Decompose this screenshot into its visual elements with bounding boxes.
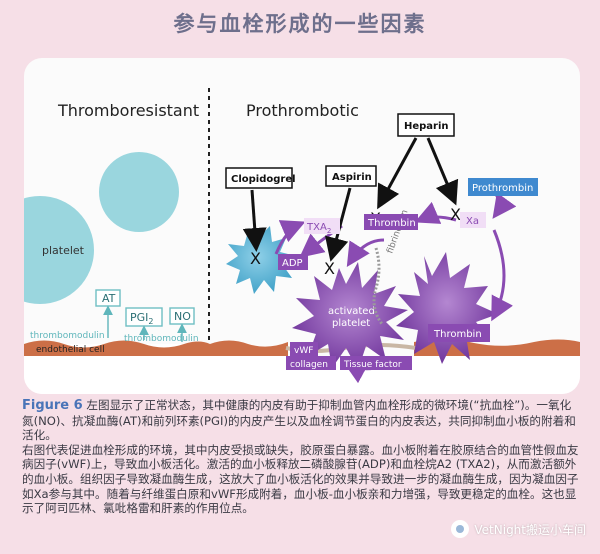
prothrombin-label: Prothrombin bbox=[472, 183, 533, 194]
txa2-label: TXA2 bbox=[306, 222, 331, 235]
endothelial-cells-left bbox=[24, 340, 210, 356]
caption-para-2: 右图代表促进血栓形成的环境，其中内皮受损或缺失，胶原蛋白暴露。血小板附着在胶原结… bbox=[22, 442, 579, 516]
tissue-factor-box bbox=[340, 356, 412, 370]
aspirin-label: Aspirin bbox=[332, 172, 372, 183]
clopidogrel-label: Clopidogrel bbox=[231, 174, 296, 185]
thrombomodulin-label-1: thrombomodulin bbox=[30, 331, 105, 341]
pgi2-label: PGI2 bbox=[130, 311, 154, 326]
activated-platelet-label-1: activated bbox=[328, 306, 375, 317]
activated-platelet-label-2: platelet bbox=[332, 318, 370, 329]
page-title: 参与血栓形成的一些因素 bbox=[173, 12, 427, 36]
thrombin-to-platelet-arrow bbox=[346, 238, 385, 268]
watermark-text: VetNight搬运小车间 bbox=[474, 522, 586, 537]
thrombomodulin-label-2: thrombomodulin bbox=[124, 334, 199, 344]
heparin-label: Heparin bbox=[404, 121, 449, 132]
adp-box bbox=[278, 254, 308, 270]
heparin-box bbox=[397, 113, 455, 137]
at-label: AT bbox=[102, 292, 116, 305]
tissue-factor-label: Tissue factor bbox=[343, 360, 402, 370]
xa-to-thrombin-arrow bbox=[414, 201, 457, 224]
thrombin-label-1: Thrombin bbox=[367, 218, 416, 229]
thromboresistant-heading: Thromboresistant bbox=[57, 101, 199, 120]
caption-para-1: Figure 6 左图显示了正常状态，其中健康的内皮有助于抑制血管内血栓形成的微… bbox=[22, 398, 582, 443]
thrombin-box-1 bbox=[364, 214, 418, 230]
no-label: NO bbox=[174, 310, 191, 323]
watermark: VetNight搬运小车间 bbox=[451, 520, 586, 538]
endothelial-cells-right-a bbox=[210, 340, 288, 356]
figure-caption: Figure 6 左图显示了正常状态，其中健康的内皮有助于抑制血管内血栓形成的微… bbox=[22, 398, 582, 516]
resting-platelet-left bbox=[24, 196, 94, 304]
xa-label: Xa bbox=[466, 216, 479, 227]
collagen-label: collagen bbox=[290, 360, 328, 370]
thrombin-label-2: Thrombin bbox=[433, 329, 482, 340]
diagram-panel: Thromboresistant Prothrombotic platelet … bbox=[24, 58, 580, 394]
txa2-box bbox=[304, 218, 340, 234]
vwf-box bbox=[290, 342, 318, 356]
platelet-label: platelet bbox=[42, 244, 85, 257]
figure-label: Figure 6 bbox=[22, 398, 83, 413]
prothrombin-box bbox=[468, 178, 538, 196]
adp-label: ADP bbox=[282, 258, 303, 269]
txa2-arrow bbox=[274, 220, 306, 255]
aspirin-box bbox=[325, 165, 377, 187]
wechat-icon bbox=[451, 520, 470, 538]
aspirin-block-x: X bbox=[324, 259, 335, 278]
vwf-label: vWF bbox=[294, 346, 313, 356]
caption-text-1: 左图显示了正常状态，其中健康的内皮有助于抑制血管内血栓形成的微环境(“抗血栓”)… bbox=[22, 398, 576, 443]
xa-box bbox=[460, 212, 486, 228]
fibrinogen-strand bbox=[372, 247, 384, 325]
thrombin-loop-arrow bbox=[491, 229, 513, 322]
clopidogrel-box bbox=[225, 167, 293, 189]
clopidogrel-block-x: X bbox=[250, 249, 261, 268]
prothrombotic-heading: Prothrombotic bbox=[246, 101, 359, 120]
adp-platelet bbox=[226, 226, 296, 294]
thrombosis-diagram: Thromboresistant Prothrombotic platelet … bbox=[24, 88, 580, 394]
heparin-xa-block-x: X bbox=[450, 205, 461, 224]
resting-platelet-top bbox=[99, 152, 179, 232]
endothelial-cell-label: endothelial cell bbox=[36, 345, 105, 355]
thrombin-box-2 bbox=[428, 324, 490, 342]
collagen-box bbox=[286, 356, 336, 370]
activated-platelet bbox=[292, 262, 408, 370]
